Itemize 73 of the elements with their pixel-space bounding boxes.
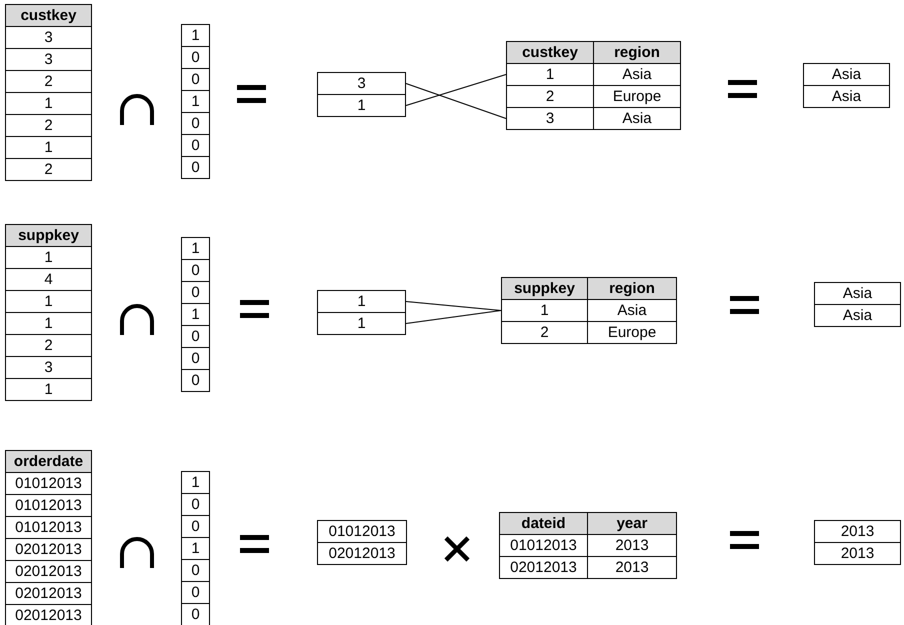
column-header: dateid <box>499 512 588 535</box>
bitmap-cell: 0 <box>181 68 210 91</box>
table-cell: 01012013 <box>5 472 92 495</box>
column-header: region <box>593 41 681 64</box>
bitmap-cell: 1 <box>181 471 210 494</box>
bitmap-cell: 1 <box>181 237 210 260</box>
connector-line <box>406 74 506 106</box>
table-cell: Asia <box>803 63 890 86</box>
bitmap-cell: 0 <box>181 515 210 538</box>
bitmap-cell: 0 <box>181 347 210 370</box>
table-cell: 1 <box>5 136 92 159</box>
key-cell: 1 <box>317 312 406 335</box>
table-cell: 3 <box>5 48 92 71</box>
table-cell: Asia <box>593 107 681 130</box>
table-cell: Europe <box>587 321 677 344</box>
table-cell: Asia <box>814 304 901 327</box>
bitmap-cell: 0 <box>181 281 210 304</box>
bitmap-cell: 1 <box>181 537 210 560</box>
bitmap-cell: 0 <box>181 325 210 348</box>
column-header: region <box>587 277 677 300</box>
connector-line <box>406 83 506 119</box>
table-cell: 1 <box>5 246 92 269</box>
table-cell: 02012013 <box>317 542 407 565</box>
bitmap-cell: 0 <box>181 559 210 582</box>
table-cell: 4 <box>5 268 92 291</box>
table-cell: 1 <box>5 92 92 115</box>
table-cell: 02012013 <box>5 538 92 561</box>
table-cell: Asia <box>803 85 890 108</box>
table-cell: 2013 <box>587 556 677 579</box>
connector-line <box>406 301 502 311</box>
table-cell: 3 <box>5 356 92 379</box>
table-cell: 2013 <box>814 520 901 543</box>
key-cell: 3 <box>506 107 594 130</box>
column-header: suppkey <box>5 224 92 247</box>
bitmap-cell: 0 <box>181 134 210 157</box>
table-cell: 02012013 <box>5 582 92 605</box>
table-cell: 02012013 <box>5 560 92 583</box>
table-cell: 2 <box>5 334 92 357</box>
key-cell: 1 <box>317 290 406 313</box>
connector-line <box>406 310 502 324</box>
bitmap-cell: 0 <box>181 493 210 516</box>
bitmap-cell: 1 <box>181 90 210 113</box>
table-cell: 2 <box>5 114 92 137</box>
table-cell: 01012013 <box>5 516 92 539</box>
table-cell: 3 <box>5 26 92 49</box>
bitmap-cell: 0 <box>181 46 210 69</box>
table-cell: 1 <box>5 312 92 335</box>
table-cell: 01012013 <box>5 494 92 517</box>
table-cell: 02012013 <box>5 604 92 625</box>
bitmap-cell: 1 <box>181 24 210 47</box>
table-cell: 02012013 <box>499 556 588 579</box>
table-cell: Asia <box>814 282 901 305</box>
column-header: suppkey <box>501 277 588 300</box>
table-cell: 1 <box>5 290 92 313</box>
bitmap-cell: 0 <box>181 156 210 179</box>
key-cell: 3 <box>317 72 406 95</box>
table-cell: 01012013 <box>317 520 407 543</box>
table-cell: 2 <box>5 158 92 181</box>
table-cell: 1 <box>5 378 92 401</box>
column-header: custkey <box>5 4 92 27</box>
column-header: year <box>587 512 677 535</box>
bitmap-cell: 0 <box>181 369 210 392</box>
bitmap-cell: 0 <box>181 259 210 282</box>
column-header: custkey <box>506 41 594 64</box>
table-cell: 2 <box>5 70 92 93</box>
bitmap-cell: 1 <box>181 303 210 326</box>
column-header: orderdate <box>5 450 92 473</box>
table-cell: 2013 <box>814 542 901 565</box>
key-cell: 1 <box>317 94 406 117</box>
table-cell: 2 <box>501 321 588 344</box>
bitmap-cell: 0 <box>181 603 210 625</box>
bitmap-cell: 0 <box>181 581 210 604</box>
bitmap-cell: 0 <box>181 112 210 135</box>
